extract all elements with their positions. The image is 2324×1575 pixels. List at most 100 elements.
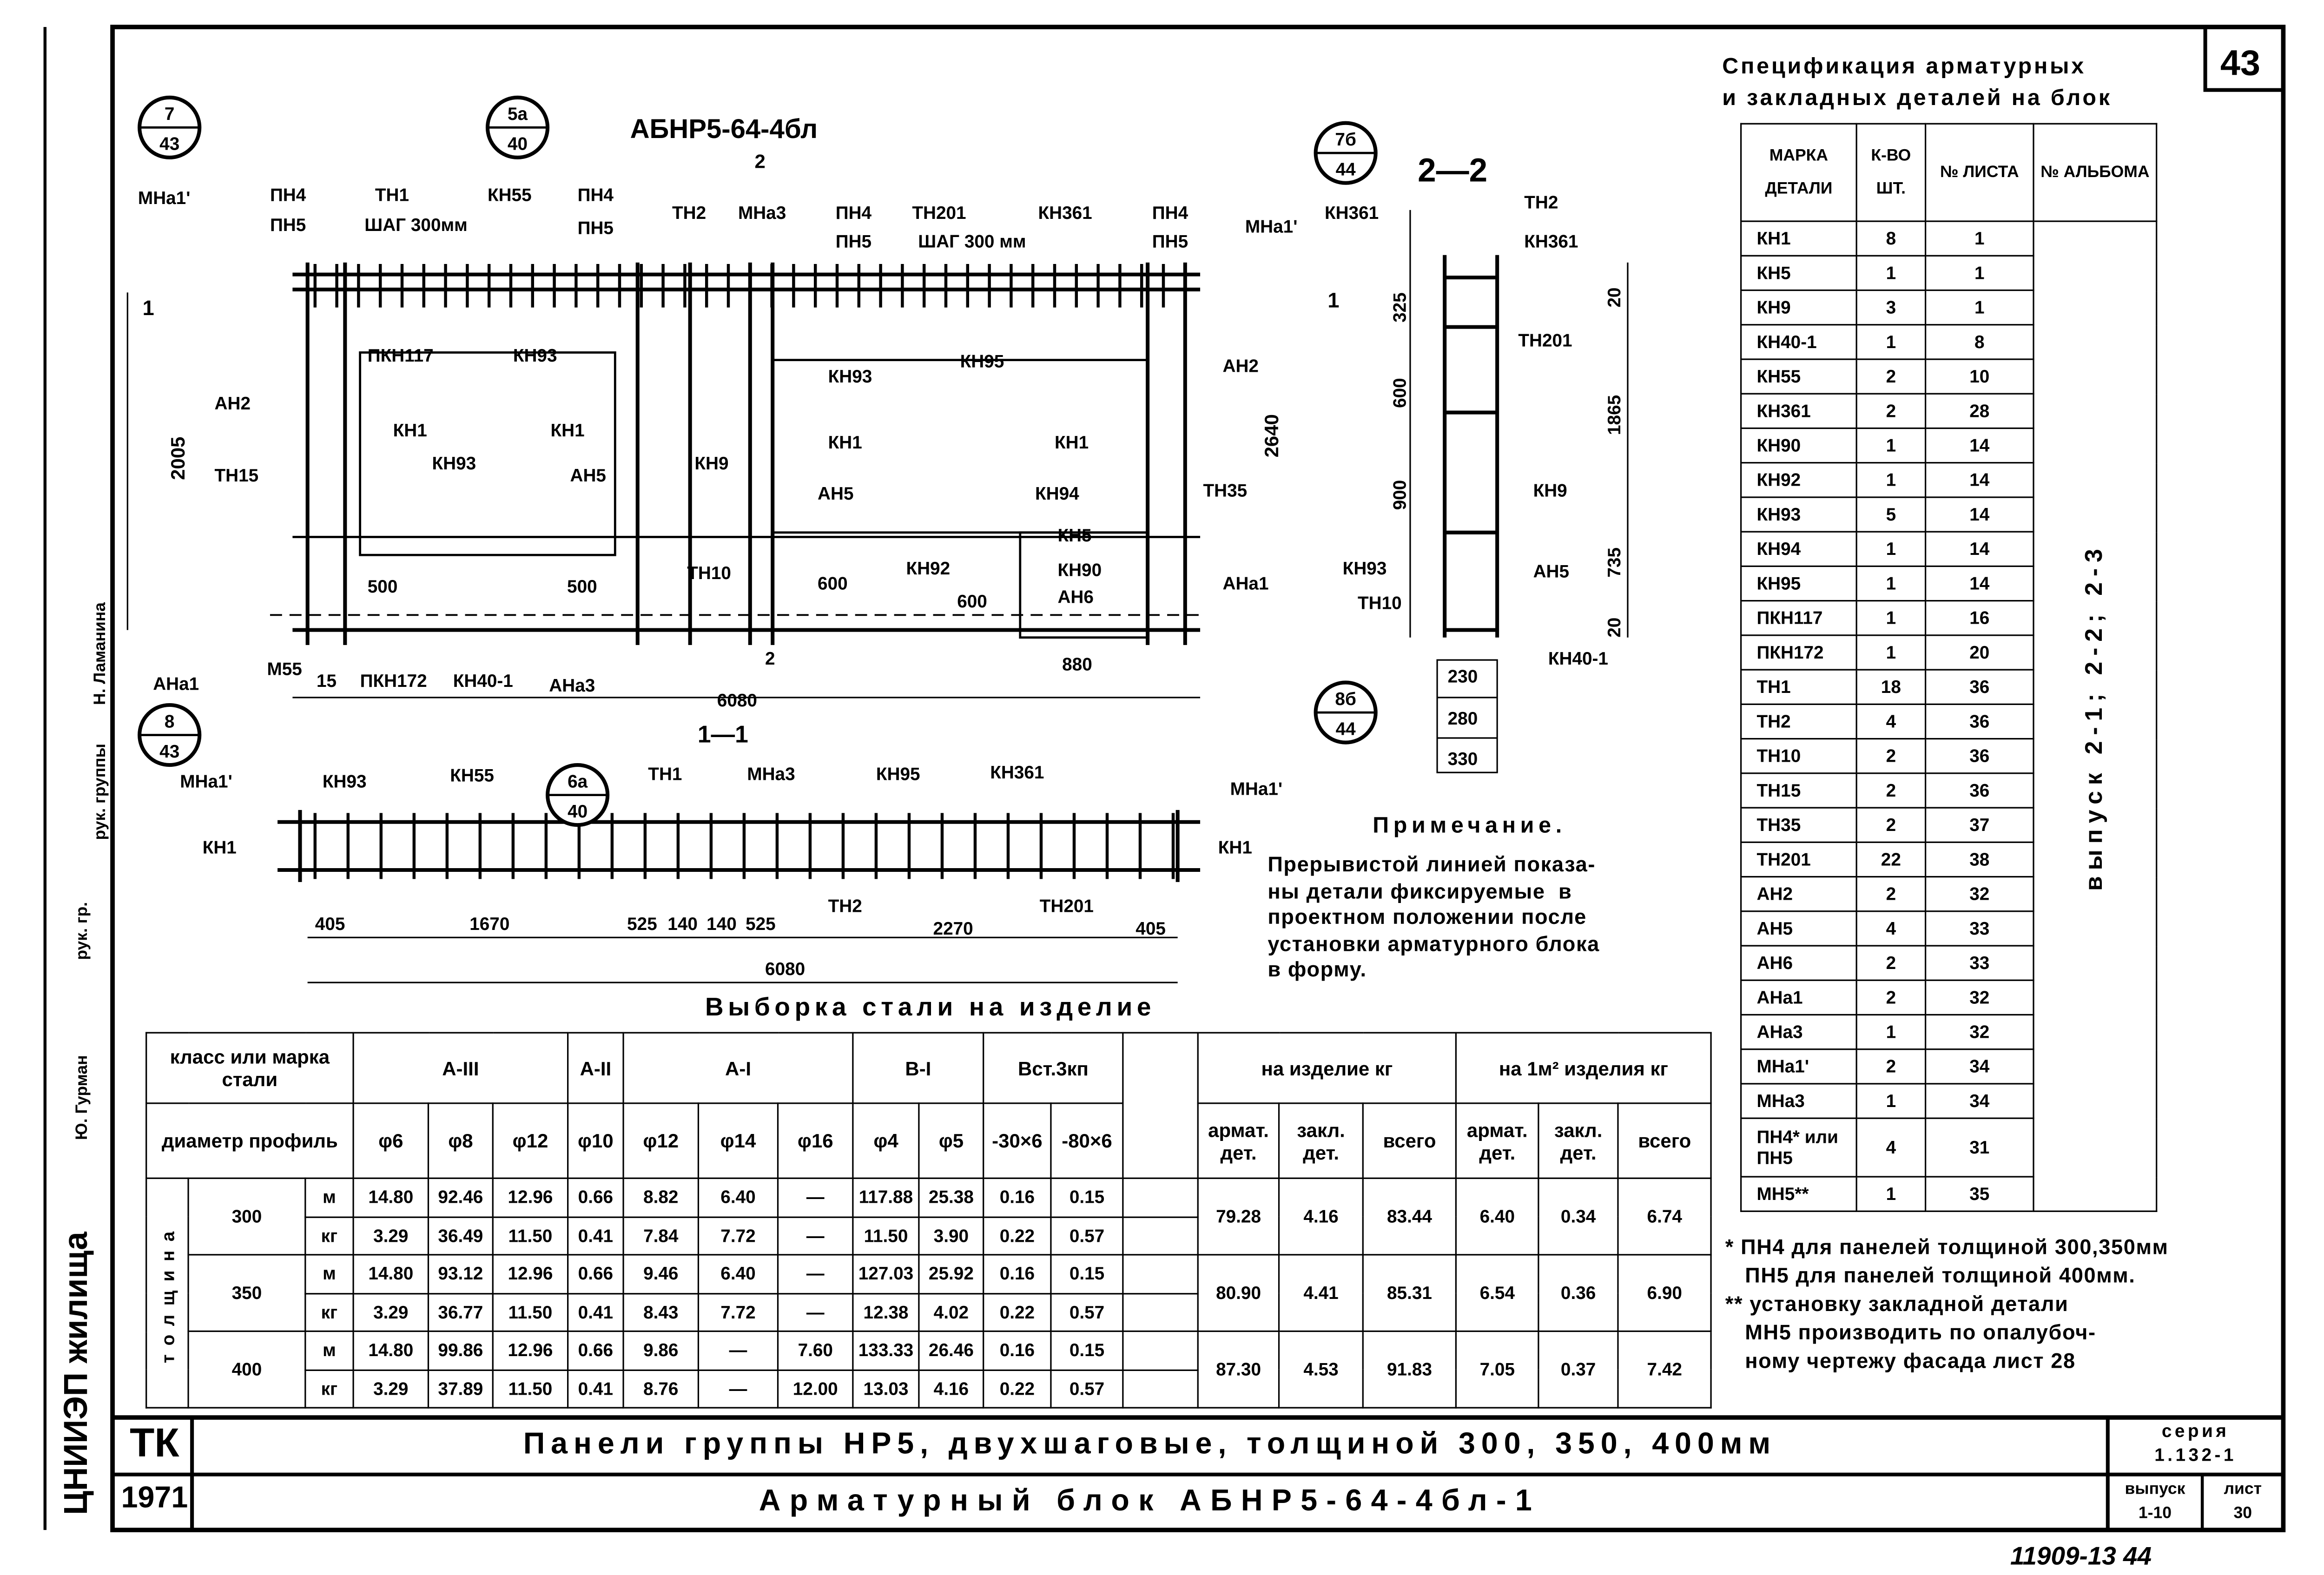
steel-value: 37.89 bbox=[427, 1369, 494, 1409]
total-m2-zakl: 0.37 bbox=[1538, 1330, 1619, 1409]
spec-mark: КН92 bbox=[1740, 462, 1857, 498]
steel-value: — bbox=[697, 1369, 779, 1409]
steel-value: 12.96 bbox=[492, 1330, 569, 1371]
drawing-label: ТН201 bbox=[1518, 331, 1572, 351]
footnotes: * ПН4 для панелей толщиной 300,350мм ПН5… bbox=[1725, 1234, 2169, 1373]
drawing-label: МНа1' bbox=[1245, 217, 1297, 237]
steel-value: 0.16 bbox=[983, 1330, 1052, 1371]
steel-value: 0.66 bbox=[567, 1254, 624, 1294]
thickness-value: 300 bbox=[187, 1177, 306, 1256]
steel-value: 8.76 bbox=[622, 1369, 700, 1409]
drawing-label: АНа1 bbox=[153, 674, 199, 694]
spec-sheet: 14 bbox=[1925, 531, 2034, 567]
callout-sheet: 40 bbox=[568, 802, 588, 822]
steel-value: 11.50 bbox=[492, 1369, 569, 1409]
drawing-label: АН6 bbox=[1057, 587, 1093, 607]
margin-stamp-text: Н. Ламанина bbox=[90, 602, 109, 705]
drawing-label: МНа3 bbox=[738, 203, 786, 223]
callout-sheet: 43 bbox=[159, 742, 179, 762]
steel-value: — bbox=[697, 1330, 779, 1371]
spec-table: МАРКА ДЕТАЛИ К-ВО ШТ. № ЛИСТА № АЛЬБОМА … bbox=[1740, 123, 2158, 1212]
spec-qty: 1 bbox=[1855, 531, 1927, 567]
total-subheader: армат. дет. bbox=[1455, 1102, 1539, 1179]
detail-callout: 743 bbox=[138, 95, 202, 159]
drawing-label: КН1 bbox=[1218, 838, 1252, 858]
section-rebar-group bbox=[313, 813, 1175, 879]
spec-mark: АН6 bbox=[1740, 945, 1857, 981]
drawing-label: ШАГ 300мм bbox=[364, 215, 467, 235]
callout-detail: 7б bbox=[1335, 130, 1356, 150]
steel-class-header: Вст.3кп bbox=[983, 1032, 1124, 1104]
total-subheader: закл. дет. bbox=[1278, 1102, 1364, 1179]
drawing-label: ТН35 bbox=[1203, 481, 1248, 501]
drawing-label: ТН15 bbox=[215, 466, 259, 486]
total-zakl: 4.41 bbox=[1278, 1254, 1364, 1332]
spec-qty: 2 bbox=[1855, 945, 1927, 981]
spec-title-line: и закладных деталей на блок bbox=[1722, 85, 2112, 111]
spec-qty: 2 bbox=[1855, 979, 1927, 1016]
callout-sheet: 40 bbox=[508, 134, 528, 154]
steel-value: 127.03 bbox=[852, 1254, 920, 1294]
spec-mark: КН55 bbox=[1740, 358, 1857, 395]
spec-header: № ЛИСТА bbox=[1925, 123, 2034, 222]
total-m2-total: 6.74 bbox=[1617, 1177, 1712, 1256]
steel-value: 99.86 bbox=[427, 1330, 494, 1371]
thickness-value: 400 bbox=[187, 1330, 306, 1409]
margin-org-stamp: ЦНИИЭП жилища bbox=[58, 1232, 94, 1515]
total-subheader: всего bbox=[1617, 1102, 1712, 1179]
spec-header: К-ВО ШТ. bbox=[1855, 123, 1927, 222]
spec-qty: 18 bbox=[1855, 669, 1927, 705]
spec-sheet: 1 bbox=[1925, 255, 2034, 291]
unit: м bbox=[304, 1177, 354, 1218]
drawing-label: ПН4 bbox=[1152, 203, 1188, 223]
spec-sheet: 32 bbox=[1925, 979, 2034, 1016]
drawing-label: 330 bbox=[1448, 749, 1478, 769]
steel-value: — bbox=[777, 1216, 854, 1256]
thickness-label-cell: толщина bbox=[145, 1177, 189, 1409]
drawing-label: ТН201 bbox=[912, 203, 966, 223]
drawing-label: ШАГ 300 мм bbox=[918, 232, 1026, 252]
steel-value: 0.57 bbox=[1050, 1292, 1124, 1332]
steel-value: 14.80 bbox=[352, 1254, 429, 1294]
drawing-label: 325 bbox=[1390, 292, 1410, 323]
drawing-label: КН90 bbox=[1057, 560, 1102, 580]
drawing-label: ПКН172 bbox=[360, 671, 427, 691]
spec-qty: 2 bbox=[1855, 1048, 1927, 1085]
drawing-label: 525 bbox=[746, 914, 776, 934]
spec-qty: 2 bbox=[1855, 772, 1927, 809]
spec-qty: 1 bbox=[1855, 427, 1927, 464]
spec-mark: ТН1 bbox=[1740, 669, 1857, 705]
drawing-label: КН93 bbox=[432, 454, 476, 474]
drawing-label: КН9 bbox=[1533, 481, 1567, 501]
unit: кг bbox=[304, 1292, 354, 1332]
spec-qty: 1 bbox=[1855, 600, 1927, 636]
spec-sheet: 28 bbox=[1925, 393, 2034, 429]
drawing-label: 140 bbox=[667, 914, 698, 934]
total-total: 83.44 bbox=[1362, 1177, 1457, 1256]
drawing-label: 500 bbox=[368, 577, 398, 597]
total-zakl: 4.53 bbox=[1278, 1330, 1364, 1409]
org-code: ТК bbox=[130, 1420, 179, 1466]
drawing-label: 20 bbox=[1604, 618, 1624, 638]
spec-qty: 3 bbox=[1855, 289, 1927, 326]
spec-sheet: 31 bbox=[1925, 1117, 2034, 1178]
spec-sheet: 36 bbox=[1925, 669, 2034, 705]
drawing-label: КН93 bbox=[323, 771, 367, 791]
spec-sheet: 36 bbox=[1925, 738, 2034, 774]
drawing-label: АН2 bbox=[215, 394, 251, 414]
drawing-label: КН361 bbox=[1038, 203, 1092, 223]
drawing-label: 2640 bbox=[1261, 414, 1282, 457]
steel-blank-cell bbox=[1122, 1254, 1199, 1294]
steel-value: 133.33 bbox=[852, 1330, 920, 1371]
diameter-header: φ12 bbox=[622, 1102, 700, 1179]
